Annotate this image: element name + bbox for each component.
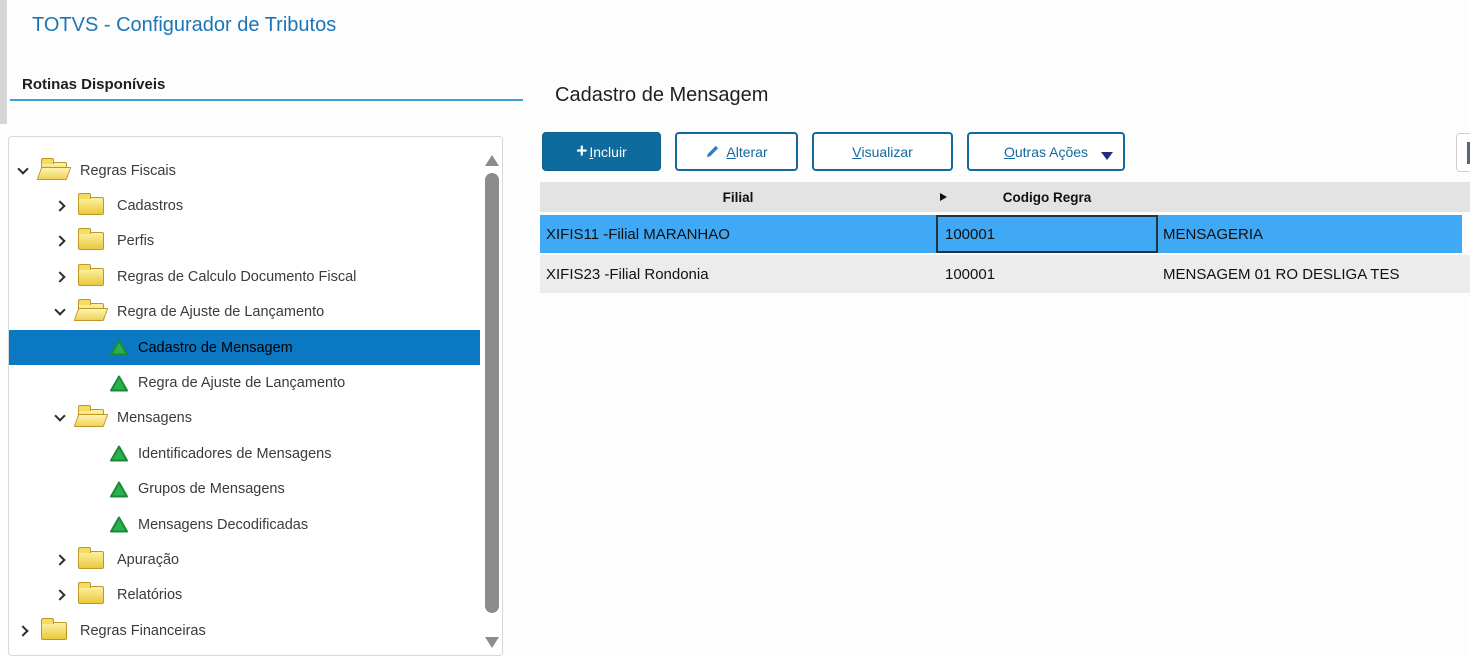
tree-item-label: Perfis xyxy=(117,233,155,250)
chevron-right-icon[interactable] xyxy=(54,271,66,283)
sidebar-title-underline xyxy=(10,99,523,101)
outras-acoes-button-label: O xyxy=(1003,143,1015,160)
tree-item-regras-financeiras[interactable]: Regras Financeiras xyxy=(9,613,502,648)
routines-tree: Regras Fiscais Cadastros Perfis Regras d… xyxy=(9,137,502,648)
tree-item-label: Cadastro de Mensagem xyxy=(138,339,293,356)
cell-descricao[interactable]: MENSAGEM 01 RO DESLIGA TES xyxy=(1163,265,1400,283)
chevron-right-icon[interactable] xyxy=(54,554,66,566)
tree-item-regra-ajuste-lancamento[interactable]: Regra de Ajuste de Lançamento xyxy=(9,365,502,400)
cell-filial[interactable]: XIFIS23 -Filial Rondonia xyxy=(546,265,709,283)
folder-icon xyxy=(78,228,104,251)
sidebar-title: Rotinas Disponíveis xyxy=(22,76,166,93)
tree-item-label: Regra de Ajuste de Lançamento xyxy=(117,304,325,321)
grid-header-row: Filial Codigo Regra xyxy=(540,182,1470,212)
chevron-down-icon[interactable] xyxy=(54,410,66,423)
chevron-right-icon[interactable] xyxy=(54,589,66,602)
folder-icon xyxy=(78,193,104,216)
green-triangle-icon xyxy=(110,481,128,498)
tree-item-label: Apuração xyxy=(117,551,180,568)
tree-item-label: Regra de Ajuste de Lançamento xyxy=(138,375,346,392)
tree-item-label: Identificadores de Mensagens xyxy=(138,445,332,462)
folder-open-icon xyxy=(78,299,104,322)
chevron-right-icon[interactable] xyxy=(54,235,66,248)
tree-item-label: Mensagens Decodificadas xyxy=(138,516,309,533)
table-row[interactable]: XIFIS23 -Filial Rondonia 100001 MENSAGEM… xyxy=(540,255,1470,293)
tree-item-label: Regras Fiscais xyxy=(80,162,176,179)
folder-icon xyxy=(78,546,104,569)
tree-item-label: Relatórios xyxy=(117,587,183,604)
chevron-down-icon[interactable] xyxy=(17,163,29,175)
plus-icon: + xyxy=(576,141,588,162)
cell-codigo-regra-focused[interactable]: 100001 xyxy=(936,215,1158,253)
tree-item-label: Regras de Calculo Documento Fiscal xyxy=(117,268,357,285)
tree-item-label: Cadastros xyxy=(117,198,184,215)
tree-item-regra-ajuste-lancamento-folder[interactable]: Regra de Ajuste de Lançamento xyxy=(9,295,502,330)
cell-filial[interactable]: XIFIS11 -Filial MARANHAO xyxy=(546,225,730,243)
cell-descricao[interactable]: MENSAGERIA xyxy=(1163,225,1264,243)
chevron-right-icon[interactable] xyxy=(54,200,66,212)
column-marker-icon xyxy=(940,193,947,201)
tree-item-cadastros[interactable]: Cadastros xyxy=(9,188,502,223)
table-row[interactable]: XIFIS11 -Filial MARANHAO 100001 MENSAGER… xyxy=(540,215,1462,253)
scrollbar-thumb[interactable] xyxy=(485,173,499,613)
messages-grid: Filial Codigo Regra XIFIS11 -Filial MARA… xyxy=(540,182,1470,293)
tree-item-relatorios[interactable]: Relatórios xyxy=(9,578,502,613)
folder-open-icon xyxy=(41,157,67,180)
tree-item-apuracao[interactable]: Apuração xyxy=(9,542,502,577)
tree-item-label: Mensagens xyxy=(117,410,192,427)
incluir-button-label-rest: ncluir xyxy=(593,143,627,160)
alterar-button-label: A xyxy=(726,143,736,160)
green-triangle-icon xyxy=(110,375,128,392)
folder-icon xyxy=(41,617,67,640)
tree-scrollbar[interactable] xyxy=(484,137,500,655)
green-triangle-icon xyxy=(110,516,128,533)
tree-item-grupos-de-mensagens[interactable]: Grupos de Mensagens xyxy=(9,472,502,507)
cut-off-icon xyxy=(1467,142,1470,164)
tree-item-regras-fiscais[interactable]: Regras Fiscais xyxy=(9,153,502,188)
tree-item-cadastro-de-mensagem[interactable]: Cadastro de Mensagem xyxy=(9,329,480,366)
green-triangle-icon xyxy=(110,445,128,462)
caret-down-icon xyxy=(1101,152,1113,160)
column-header-filial[interactable]: Filial xyxy=(722,189,754,205)
folder-icon xyxy=(78,582,104,605)
tree-item-identificadores-de-mensagens[interactable]: Identificadores de Mensagens xyxy=(9,436,502,471)
chevron-right-icon[interactable] xyxy=(17,625,29,637)
chevron-down-icon[interactable] xyxy=(54,304,66,316)
routines-tree-panel: Regras Fiscais Cadastros Perfis Regras d… xyxy=(8,136,503,656)
cell-codigo-regra[interactable]: 100001 xyxy=(945,265,996,283)
tree-item-mensagens[interactable]: Mensagens xyxy=(9,401,502,436)
outras-acoes-button-label-rest: utras Ações xyxy=(1014,143,1089,160)
tree-item-label: Regras Financeiras xyxy=(80,622,206,639)
folder-icon xyxy=(78,263,104,286)
partial-button-cut-off[interactable] xyxy=(1456,133,1470,172)
left-edge-strip xyxy=(0,0,7,124)
app-title: TOTVS - Configurador de Tributos xyxy=(32,14,337,36)
green-triangle-icon xyxy=(110,339,128,356)
tree-item-perfis[interactable]: Perfis xyxy=(9,224,502,259)
visualizar-button-label-rest: isualizar xyxy=(861,143,913,160)
incluir-button-label: I xyxy=(589,143,594,160)
scroll-up-arrow-icon[interactable] xyxy=(485,155,499,166)
page-title: Cadastro de Mensagem xyxy=(555,84,769,106)
column-header-codigo-regra[interactable]: Codigo Regra xyxy=(1002,189,1092,205)
tree-item-regras-calculo-documento-fiscal[interactable]: Regras de Calculo Documento Fiscal xyxy=(9,259,502,294)
tree-item-mensagens-decodificadas[interactable]: Mensagens Decodificadas xyxy=(9,507,502,542)
pencil-icon xyxy=(707,145,719,158)
folder-open-icon xyxy=(78,405,104,428)
visualizar-button-label: V xyxy=(852,143,862,160)
alterar-button-label-rest: lterar xyxy=(735,143,768,160)
scroll-down-arrow-icon[interactable] xyxy=(485,637,499,648)
tree-item-label: Grupos de Mensagens xyxy=(138,481,285,498)
